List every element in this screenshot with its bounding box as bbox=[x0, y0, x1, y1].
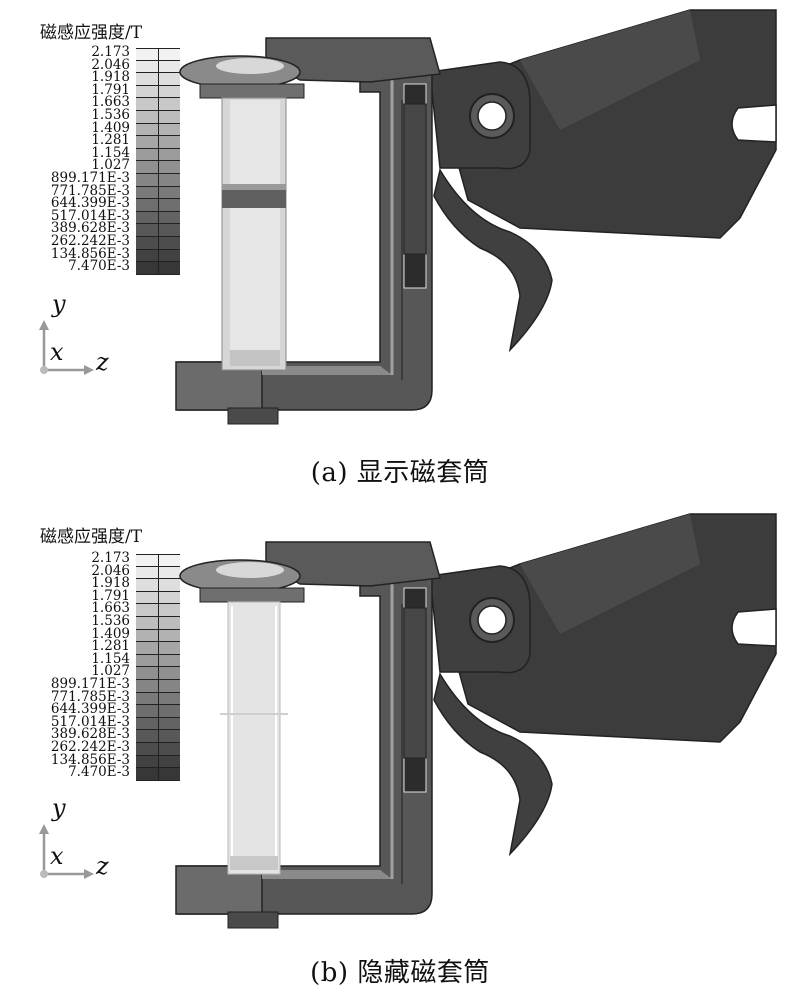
legend-value: 1.791 bbox=[91, 587, 130, 604]
legend-swatch bbox=[136, 73, 180, 86]
legend-value: 517.014E-3 bbox=[50, 207, 130, 224]
legend-swatch bbox=[136, 629, 180, 643]
legend-value: 7.470E-3 bbox=[68, 258, 130, 275]
legend-swatch bbox=[136, 554, 180, 567]
legend-value: 262.242E-3 bbox=[50, 738, 130, 755]
legend-swatch bbox=[136, 768, 180, 781]
coordinate-axes-icon bbox=[39, 320, 94, 375]
legend-swatch bbox=[136, 262, 180, 275]
caption-a: (a) 显示磁套筒 bbox=[310, 458, 490, 488]
legend-title: 磁感应强度/T bbox=[40, 23, 143, 43]
legend-value: 644.399E-3 bbox=[50, 195, 130, 212]
legend-value: 644.399E-3 bbox=[50, 701, 130, 718]
legend-value: 1.663 bbox=[91, 600, 130, 617]
legend-swatch bbox=[136, 667, 180, 680]
legend-value: 771.785E-3 bbox=[50, 688, 130, 705]
legend-swatch bbox=[136, 742, 180, 756]
legend-swatch bbox=[136, 591, 180, 605]
legend-value: 1.791 bbox=[91, 81, 130, 98]
legend-value: 1.409 bbox=[91, 625, 130, 642]
legend-value: 7.470E-3 bbox=[68, 764, 130, 781]
legend-value: 2.173 bbox=[91, 550, 130, 566]
z-axis-label: z bbox=[96, 852, 109, 880]
legend-swatch bbox=[136, 236, 180, 250]
legend-value: 899.171E-3 bbox=[50, 675, 130, 692]
y-axis-label: y bbox=[52, 290, 66, 318]
legend-value: 1.154 bbox=[91, 650, 130, 667]
legend-swatch bbox=[136, 730, 180, 743]
legend-value: 389.628E-3 bbox=[50, 220, 130, 237]
magnetic-model-with-sleeve bbox=[175, 9, 777, 425]
legend-value: 517.014E-3 bbox=[50, 713, 130, 730]
legend-color-scale bbox=[136, 48, 180, 275]
legend-swatch bbox=[136, 186, 180, 200]
legend-swatch bbox=[136, 579, 180, 592]
legend-swatch bbox=[136, 173, 180, 187]
legend-value: 1.281 bbox=[91, 638, 130, 655]
legend-swatch bbox=[136, 249, 180, 263]
legend-swatch bbox=[136, 679, 180, 693]
legend-swatch bbox=[136, 48, 180, 61]
legend-value: 1.536 bbox=[91, 612, 130, 629]
legend-swatch bbox=[136, 755, 180, 769]
legend-swatch bbox=[136, 161, 180, 174]
z-axis-label: z bbox=[96, 348, 109, 376]
legend-value: 1.154 bbox=[91, 144, 130, 161]
legend-swatch bbox=[136, 604, 180, 617]
legend-value: 1.918 bbox=[91, 69, 130, 86]
legend-swatch bbox=[136, 654, 180, 668]
legend-value: 899.171E-3 bbox=[50, 169, 130, 186]
legend-value: 262.242E-3 bbox=[50, 232, 130, 249]
legend-value: 1.281 bbox=[91, 132, 130, 149]
legend-value: 2.046 bbox=[91, 56, 130, 73]
y-axis-label: y bbox=[52, 794, 66, 822]
caption-b: (b) 隐藏磁套筒 bbox=[310, 958, 490, 988]
coordinate-axes-icon bbox=[39, 824, 94, 879]
legend-value: 1.409 bbox=[91, 119, 130, 136]
legend-value: 1.536 bbox=[91, 106, 130, 123]
x-axis-label: x bbox=[50, 842, 64, 870]
legend-swatch bbox=[136, 566, 180, 580]
legend-value: 134.856E-3 bbox=[50, 751, 130, 768]
legend-value: 1.027 bbox=[91, 157, 130, 174]
magnetic-model-without-sleeve bbox=[175, 513, 777, 929]
legend-value: 134.856E-3 bbox=[50, 245, 130, 262]
legend-swatch bbox=[136, 110, 180, 124]
legend-value: 2.046 bbox=[91, 562, 130, 579]
legend-color-scale bbox=[136, 554, 180, 781]
legend-value: 771.785E-3 bbox=[50, 182, 130, 199]
legend-swatch bbox=[136, 98, 180, 111]
legend-swatch bbox=[136, 692, 180, 706]
legend-swatch bbox=[136, 85, 180, 99]
legend-swatch bbox=[136, 148, 180, 162]
legend-swatch bbox=[136, 616, 180, 630]
legend-value: 389.628E-3 bbox=[50, 726, 130, 743]
legend-swatch bbox=[136, 211, 180, 225]
x-axis-label: x bbox=[50, 338, 64, 366]
legend-swatch bbox=[136, 60, 180, 74]
legend-swatch bbox=[136, 642, 180, 655]
legend-value: 2.173 bbox=[91, 44, 130, 60]
legend-value: 1.027 bbox=[91, 663, 130, 680]
legend-value: 1.918 bbox=[91, 575, 130, 592]
legend-swatch bbox=[136, 199, 180, 212]
legend-swatch bbox=[136, 224, 180, 237]
legend-value: 1.663 bbox=[91, 94, 130, 111]
legend-swatch bbox=[136, 136, 180, 149]
legend-swatch bbox=[136, 705, 180, 718]
legend-title: 磁感应强度/T bbox=[40, 527, 143, 547]
legend-swatch bbox=[136, 717, 180, 731]
legend-swatch bbox=[136, 123, 180, 137]
